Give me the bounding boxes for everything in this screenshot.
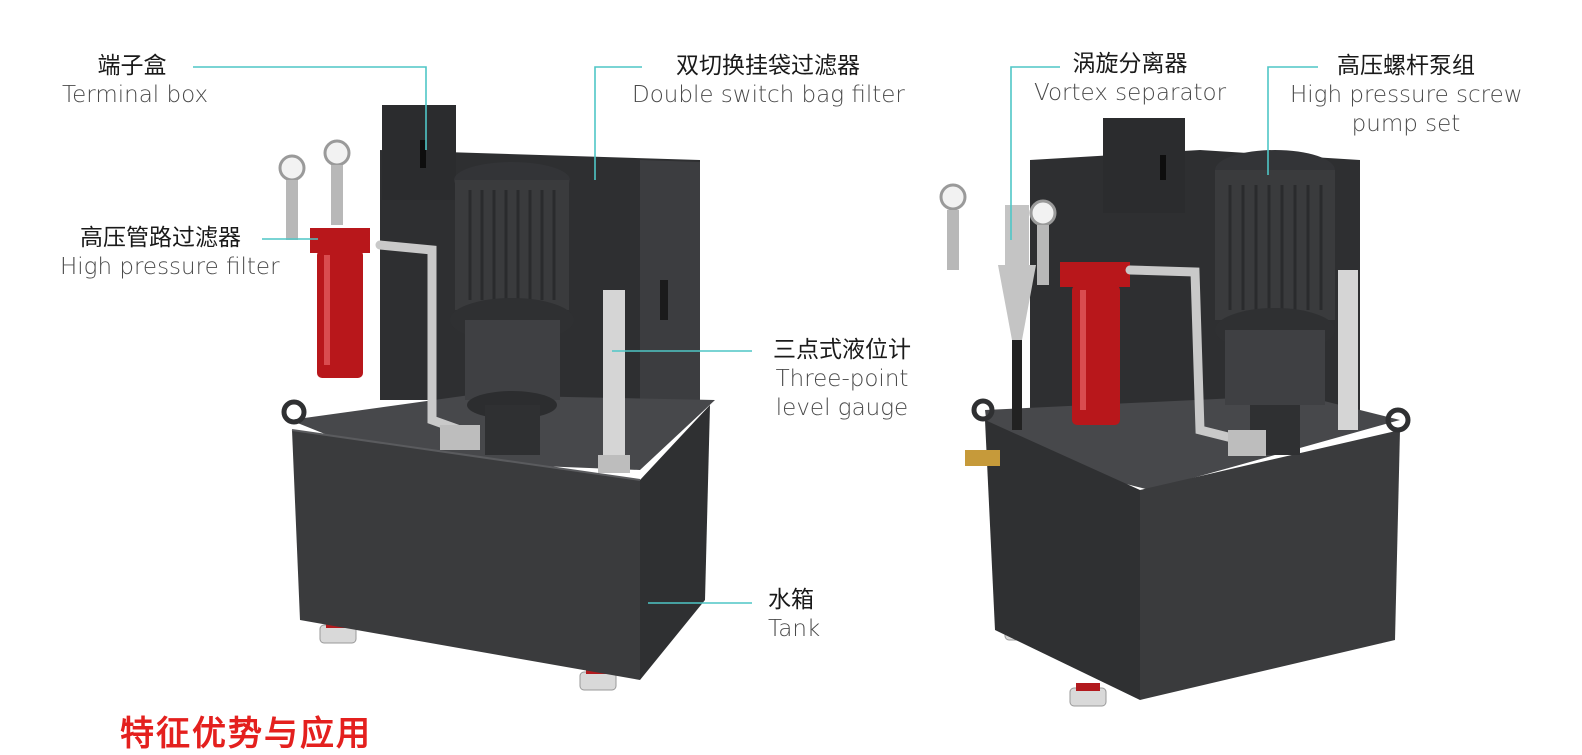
- leader-lines: [193, 66, 1318, 604]
- label-screw-pump-en2: pump set: [1351, 110, 1461, 137]
- left-motor: [450, 162, 574, 455]
- footer-section-title: 特征优势与应用: [120, 714, 372, 754]
- label-hp-filter-zh: 高压管路过滤器: [80, 225, 241, 251]
- label-hp-filter-en: High pressure filter: [60, 253, 280, 280]
- label-bag-filter-en: Double switch bag filter: [632, 81, 905, 108]
- label-level-gauge-zh: 三点式液位计: [773, 337, 911, 363]
- left-terminal-box: [382, 105, 456, 200]
- label-tank-zh: 水箱: [768, 587, 814, 613]
- leader-terminal-box: [193, 66, 427, 150]
- right-tank-side: [1140, 430, 1400, 700]
- label-tank-en: Tank: [768, 615, 821, 642]
- label-terminal-box: 端子盒 Terminal box: [62, 52, 209, 110]
- left-gauges: [278, 139, 351, 240]
- right-unit: [939, 118, 1411, 707]
- left-tank-side: [640, 405, 710, 680]
- label-vortex-en: Vortex separator: [1034, 79, 1227, 106]
- left-unit: [278, 105, 715, 691]
- leader-bag-filter: [594, 66, 642, 180]
- leader-vortex: [1010, 66, 1060, 240]
- left-red-filter: [310, 228, 370, 378]
- label-hp-filter: 高压管路过滤器 High pressure filter: [60, 224, 280, 282]
- illustration: [193, 66, 1411, 707]
- right-red-filter: [1060, 262, 1130, 425]
- label-screw-pump-zh: 高压螺杆泵组: [1337, 53, 1475, 79]
- left-tank-front: [292, 430, 640, 680]
- label-vortex-zh: 涡旋分离器: [1072, 51, 1188, 77]
- label-terminal-box-en: Terminal box: [62, 81, 209, 108]
- right-motor: [1215, 150, 1335, 455]
- label-screw-pump-en1: High pressure screw: [1290, 81, 1523, 108]
- left-level-gauge: [598, 290, 630, 473]
- label-level-gauge-en2: level gauge: [775, 394, 909, 421]
- label-level-gauge: 三点式液位计 Three-point level gauge: [762, 336, 922, 422]
- label-terminal-box-zh: 端子盒: [97, 53, 167, 79]
- right-vortex-separator: [998, 205, 1036, 430]
- label-screw-pump: 高压螺杆泵组 High pressure screw pump set: [1290, 52, 1523, 138]
- label-bag-filter-zh: 双切换挂袋过滤器: [676, 53, 860, 79]
- right-tank-front: [985, 420, 1140, 700]
- label-vortex: 涡旋分离器 Vortex separator: [1034, 50, 1226, 108]
- label-tank: 水箱 Tank: [768, 586, 820, 644]
- label-level-gauge-en1: Three-point: [775, 365, 909, 392]
- label-bag-filter: 双切换挂袋过滤器 Double switch bag filter: [632, 52, 905, 110]
- leader-screw-pump: [1267, 66, 1318, 175]
